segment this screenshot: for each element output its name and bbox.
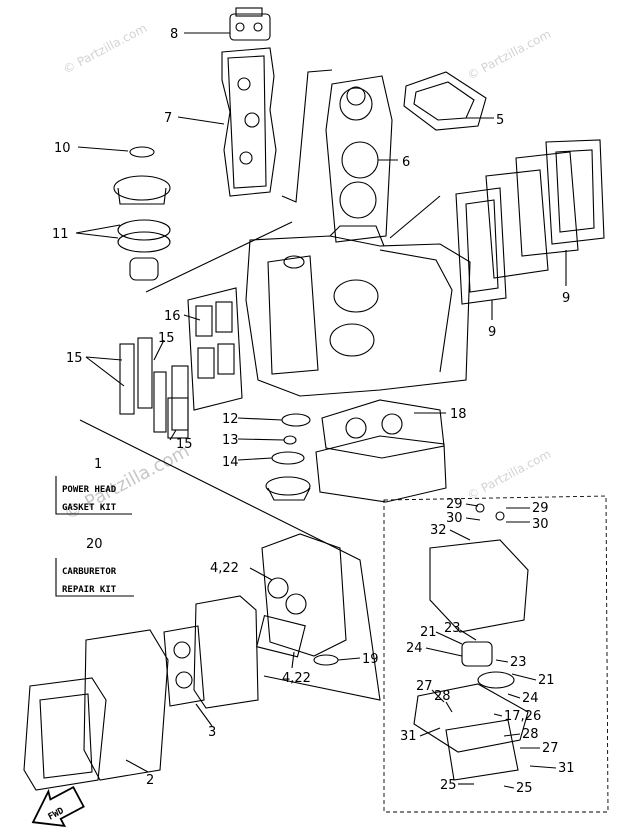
callout-5: 5 xyxy=(496,113,504,128)
part-6-cylinder-head xyxy=(325,75,393,243)
callout-23-b: 23 xyxy=(510,655,527,670)
callout-31-a: 31 xyxy=(400,729,417,744)
callout-24-a: 24 xyxy=(406,641,423,656)
callout-30-a: 30 xyxy=(446,511,463,526)
part-8-cover xyxy=(229,7,271,41)
kit-box-20: 20 CARBURETOR REPAIR KIT xyxy=(55,537,134,597)
part-2-silencer xyxy=(23,629,169,791)
frame-lines xyxy=(79,69,441,701)
callout-14: 14 xyxy=(222,455,239,470)
part-3-gasket xyxy=(163,625,205,707)
callout-28-a: 28 xyxy=(434,689,451,704)
callout-10: 10 xyxy=(54,141,71,156)
callout-32: 32 xyxy=(430,523,447,538)
callout-29-a: 29 xyxy=(446,497,463,512)
part-19-bracket xyxy=(313,654,339,666)
callout-13: 13 xyxy=(222,433,239,448)
fwd-arrow: FWD xyxy=(31,785,85,827)
callout-7: 7 xyxy=(164,111,172,126)
callout-12: 12 xyxy=(222,412,239,427)
callout-19: 19 xyxy=(362,652,379,667)
watermark-group: © Partzilla.com © Partzilla.com © Partzi… xyxy=(60,21,553,525)
callout-28-b: 28 xyxy=(522,727,539,742)
callout-27-b: 27 xyxy=(542,741,559,756)
callout-1: 1 xyxy=(94,457,102,472)
kit-1-line2: GASKET KIT xyxy=(62,503,117,513)
callout-9-a: 9 xyxy=(488,325,496,340)
callout-17-26: 17,26 xyxy=(504,709,541,724)
callout-8: 8 xyxy=(170,27,178,42)
callout-3: 3 xyxy=(208,725,216,740)
kit-20-line1: CARBURETOR xyxy=(62,567,117,577)
kit-20-line2: REPAIR KIT xyxy=(62,585,117,595)
crankcase-block xyxy=(245,225,471,397)
part-7-plate xyxy=(221,47,277,197)
callout-25-a: 25 xyxy=(440,778,457,793)
part-16-intake-gasket xyxy=(187,287,243,411)
parts-12-14-seals xyxy=(265,413,311,501)
callout-21-b: 21 xyxy=(538,673,555,688)
callout-16: 16 xyxy=(164,309,181,324)
watermark-right: © Partzilla.com xyxy=(465,447,553,503)
watermark-top-right: © Partzilla.com xyxy=(465,27,553,83)
callout-29-b: 29 xyxy=(532,501,549,516)
callout-18: 18 xyxy=(450,407,467,422)
callout-4-22-a: 4,22 xyxy=(210,561,239,576)
callout-20: 20 xyxy=(86,537,103,552)
callout-27-a: 27 xyxy=(416,679,433,694)
carburetor-body xyxy=(193,533,347,709)
part-18-gasket xyxy=(315,399,447,503)
callouts: 8 7 10 11 16 15 15 15 12 13 14 18 6 5 9 … xyxy=(52,27,575,796)
carb-kit-detail xyxy=(383,495,609,813)
callout-25-b: 25 xyxy=(516,781,533,796)
callout-11: 11 xyxy=(52,227,69,242)
callout-15-b: 15 xyxy=(66,351,83,366)
kit-1-line1: POWER HEAD xyxy=(62,485,117,495)
callout-24-b: 24 xyxy=(522,691,539,706)
part-10-11-thermostat xyxy=(113,146,171,281)
callout-30-b: 30 xyxy=(532,517,549,532)
callout-21-a: 21 xyxy=(420,625,437,640)
part-15-reed-valves xyxy=(119,337,189,439)
callout-15-a: 15 xyxy=(158,331,175,346)
callout-6: 6 xyxy=(402,155,410,170)
callout-2: 2 xyxy=(146,773,154,788)
callout-23-a: 23 xyxy=(444,621,461,636)
callout-9-b: 9 xyxy=(562,291,570,306)
callout-15-c: 15 xyxy=(176,437,193,452)
kit-box-1: 1 POWER HEAD GASKET KIT xyxy=(55,457,132,515)
callout-4-22-b: 4,22 xyxy=(282,671,311,686)
callout-31-b: 31 xyxy=(558,761,575,776)
watermark-top-left: © Partzilla.com xyxy=(61,21,149,77)
fwd-label: FWD xyxy=(47,806,67,823)
part-9-exhaust-plates xyxy=(455,139,605,305)
